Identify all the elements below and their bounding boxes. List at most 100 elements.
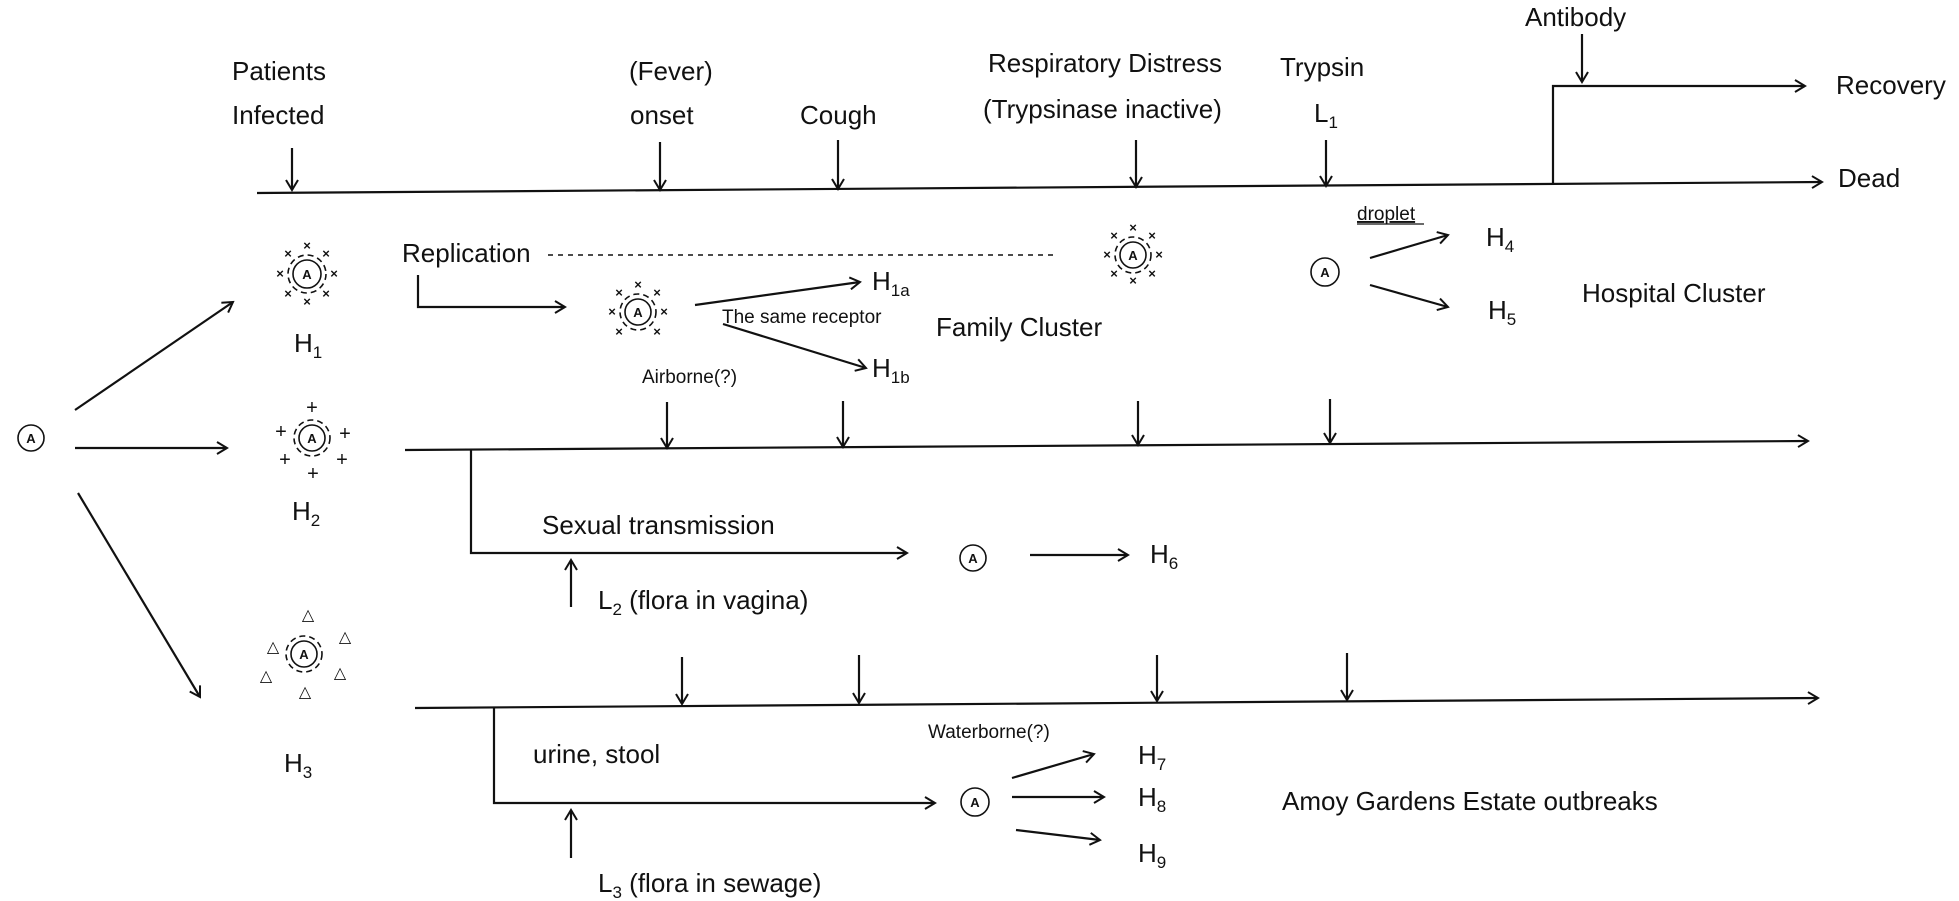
svg-text:×: × (322, 286, 330, 301)
trypsin-label: Trypsin (1280, 52, 1364, 82)
arrow-to-h9 (1015, 828, 1102, 846)
antibody-label: Antibody (1525, 2, 1626, 32)
sexual-transmission-label: Sexual transmission (542, 510, 775, 540)
h6-label: H6 (1150, 539, 1178, 573)
svg-text:A: A (302, 267, 312, 282)
svg-text:×: × (653, 285, 661, 300)
svg-text:×: × (1148, 228, 1156, 243)
replication-arrow (416, 275, 567, 314)
h1-virus-icon: A × × × × × × × × (276, 238, 338, 309)
h1a-label: H1a (872, 266, 910, 300)
svg-text:×: × (276, 266, 284, 281)
infected-label: Infected (232, 100, 325, 130)
svg-text:×: × (1103, 247, 1111, 262)
svg-text:△: △ (260, 668, 273, 685)
svg-text:×: × (303, 238, 311, 253)
family-virus-icon: A × × × × × × × × (1103, 220, 1163, 288)
svg-text:+: + (306, 397, 318, 419)
arrow-to-h1b (722, 322, 868, 372)
h1b-label: H1b (872, 353, 910, 387)
svg-text:×: × (1129, 273, 1137, 288)
svg-text:×: × (1155, 247, 1163, 262)
trypsinase-label: (Trypsinase inactive) (983, 94, 1222, 124)
amoy-gardens-label: Amoy Gardens Estate outbreaks (1282, 786, 1658, 816)
h1-label: H1 (294, 328, 322, 362)
airborne-label: Airborne(?) (642, 367, 737, 388)
fever-label: (Fever) (629, 56, 713, 86)
h4-label: H4 (1486, 222, 1514, 256)
svg-text:+: + (339, 423, 351, 445)
arrow-to-h1 (74, 300, 235, 411)
svg-text:+: + (307, 463, 319, 485)
svg-text:×: × (653, 324, 661, 339)
svg-text:×: × (284, 246, 292, 261)
svg-text:A: A (968, 551, 978, 566)
svg-text:A: A (1320, 265, 1330, 280)
svg-text:×: × (634, 277, 642, 292)
respiratory-label: Respiratory Distress (988, 48, 1222, 78)
h2-label: H2 (292, 496, 320, 530)
svg-text:A: A (633, 305, 643, 320)
svg-text:△: △ (339, 629, 352, 646)
h2-virus-icon: A + + + + + + (275, 397, 351, 485)
sewage-virus-icon: A (960, 787, 990, 817)
svg-text:△: △ (267, 639, 280, 656)
svg-text:×: × (615, 324, 623, 339)
svg-text:×: × (660, 304, 668, 319)
arrow-to-h1a (694, 276, 862, 307)
main-timeline (256, 175, 1824, 195)
h3-virus-icon: A △ △ △ △ △ △ (260, 607, 352, 701)
waterborne-label: Waterborne(?) (928, 722, 1050, 743)
svg-text:×: × (608, 304, 616, 319)
h3-timeline (414, 691, 1820, 710)
svg-text:+: + (275, 421, 287, 443)
arrow-to-h3 (77, 492, 202, 699)
svg-text:+: + (336, 449, 348, 471)
svg-text:+: + (279, 449, 291, 471)
svg-text:A: A (1128, 248, 1138, 263)
replicated-virus-icon: A × × × × × × × (608, 277, 668, 339)
svg-text:×: × (615, 285, 623, 300)
svg-text:A: A (26, 431, 36, 446)
svg-text:A: A (970, 795, 980, 810)
droplet-label: droplet (1357, 204, 1416, 225)
l3-label: L3 (flora in sewage) (598, 868, 821, 901)
svg-text:×: × (330, 266, 338, 281)
svg-text:A: A (307, 431, 317, 446)
h3-label: H3 (284, 748, 312, 782)
hospital-virus-icon: A (1310, 257, 1340, 287)
sewage-branch-arrow (492, 708, 937, 810)
origin-virus-icon: A (17, 424, 45, 452)
arrow-to-h7 (1011, 750, 1096, 780)
family-cluster-label: Family Cluster (936, 312, 1102, 342)
svg-text:×: × (1110, 266, 1118, 281)
svg-text:×: × (1129, 220, 1137, 235)
patients-label: Patients (232, 56, 326, 86)
same-receptor-label: The same receptor (722, 307, 882, 328)
h8-label: H8 (1138, 782, 1166, 816)
h9-label: H9 (1138, 838, 1166, 872)
cough-label: Cough (800, 100, 877, 130)
sexual-branch-arrow (469, 450, 909, 560)
recovery-branch (1551, 79, 1807, 184)
svg-text:×: × (1110, 228, 1118, 243)
svg-text:△: △ (302, 607, 315, 624)
sexual-virus-icon: A (959, 544, 987, 572)
svg-text:△: △ (299, 684, 312, 701)
svg-text:×: × (1148, 266, 1156, 281)
arrow-to-h4 (1369, 231, 1450, 260)
h2-timeline (404, 434, 1810, 452)
urine-stool-label: urine, stool (533, 739, 660, 769)
l2-label: L2 (flora in vagina) (598, 585, 808, 619)
recovery-label: Recovery (1836, 70, 1946, 100)
svg-text:△: △ (334, 665, 347, 682)
onset-label: onset (630, 100, 694, 130)
h5-label: H5 (1488, 295, 1516, 329)
l1-label: L1 (1314, 98, 1338, 132)
hospital-cluster-label: Hospital Cluster (1582, 278, 1766, 308)
svg-text:×: × (284, 286, 292, 301)
svg-text:×: × (322, 246, 330, 261)
h7-label: H7 (1138, 740, 1166, 774)
arrow-to-h5 (1369, 283, 1450, 312)
